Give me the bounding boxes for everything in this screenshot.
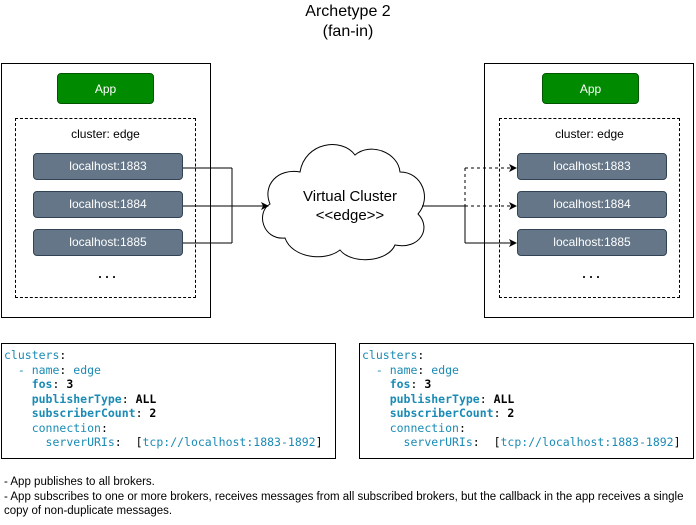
right-cluster-box: [499, 118, 680, 298]
yaml-key: subscriberCount: [389, 406, 494, 420]
yaml-dash: -: [375, 362, 390, 377]
right-app-button[interactable]: App: [542, 73, 639, 104]
yaml-value: edge: [73, 362, 101, 377]
yaml-key: clusters: [4, 348, 60, 362]
yaml-value: 2: [149, 406, 157, 420]
yaml-value: edge: [431, 362, 459, 377]
yaml-key: fos: [389, 377, 411, 391]
left-cluster-box: [15, 118, 196, 298]
yaml-dash: -: [17, 362, 32, 377]
yaml-value: tcp://localhost:1883-1892: [500, 435, 674, 449]
left-node-box: [1, 63, 211, 318]
yaml-value: 2: [507, 406, 515, 420]
yaml-key: name: [389, 362, 418, 377]
yaml-value: ALL: [493, 391, 515, 406]
right-node-box: [484, 63, 694, 318]
yaml-key: connection: [389, 420, 459, 435]
yaml-key: connection: [31, 420, 101, 435]
yaml-value: tcp://localhost:1883-1892: [142, 435, 316, 449]
right-broker-1884[interactable]: localhost:1884: [517, 191, 667, 218]
yaml-key: subscriberCount: [31, 406, 136, 420]
note-publish: - App publishes to all brokers.: [4, 476, 155, 488]
virtual-cluster-tag: <<edge>>: [315, 207, 385, 224]
right-broker-1885[interactable]: localhost:1885: [517, 229, 667, 256]
left-app-button[interactable]: App: [57, 73, 154, 104]
left-config-yaml: clusters: - name: edge fos: 3 publisherT…: [1, 343, 336, 459]
right-more-brokers-ellipsis: ...: [581, 262, 603, 282]
right-config-yaml: clusters: - name: edge fos: 3 publisherT…: [359, 343, 694, 459]
right-broker-1883[interactable]: localhost:1883: [517, 153, 667, 180]
yaml-key: fos: [31, 377, 53, 391]
title-line-1: Archetype 2: [305, 3, 391, 20]
note-subscribe: - App subscribes to one or more brokers,…: [4, 490, 684, 518]
right-cluster-label: cluster: edge: [555, 127, 624, 141]
virtual-cluster-name: Virtual Cluster: [303, 188, 397, 205]
virtual-cluster-label: Virtual Cluster <<edge>>: [280, 187, 420, 225]
yaml-value: 3: [424, 377, 432, 391]
diagram-title: Archetype 2 (fan-in): [0, 2, 696, 42]
left-broker-1883[interactable]: localhost:1883: [33, 153, 183, 180]
yaml-key: serverURIs: [45, 435, 115, 449]
yaml-key: serverURIs: [403, 435, 473, 449]
left-broker-1885[interactable]: localhost:1885: [33, 229, 183, 256]
yaml-key: name: [31, 362, 60, 377]
notes: - App publishes to all brokers. - App su…: [4, 475, 692, 519]
virtual-cluster-cloud: [262, 144, 425, 261]
yaml-key: publisherType: [389, 391, 480, 406]
yaml-value: ALL: [135, 391, 157, 406]
yaml-key: publisherType: [31, 391, 122, 406]
yaml-value: 3: [66, 377, 74, 391]
left-cluster-label: cluster: edge: [71, 127, 140, 141]
left-broker-1884[interactable]: localhost:1884: [33, 191, 183, 218]
title-line-2: (fan-in): [322, 23, 374, 40]
left-more-brokers-ellipsis: ...: [97, 262, 119, 282]
yaml-key: clusters: [362, 348, 418, 362]
